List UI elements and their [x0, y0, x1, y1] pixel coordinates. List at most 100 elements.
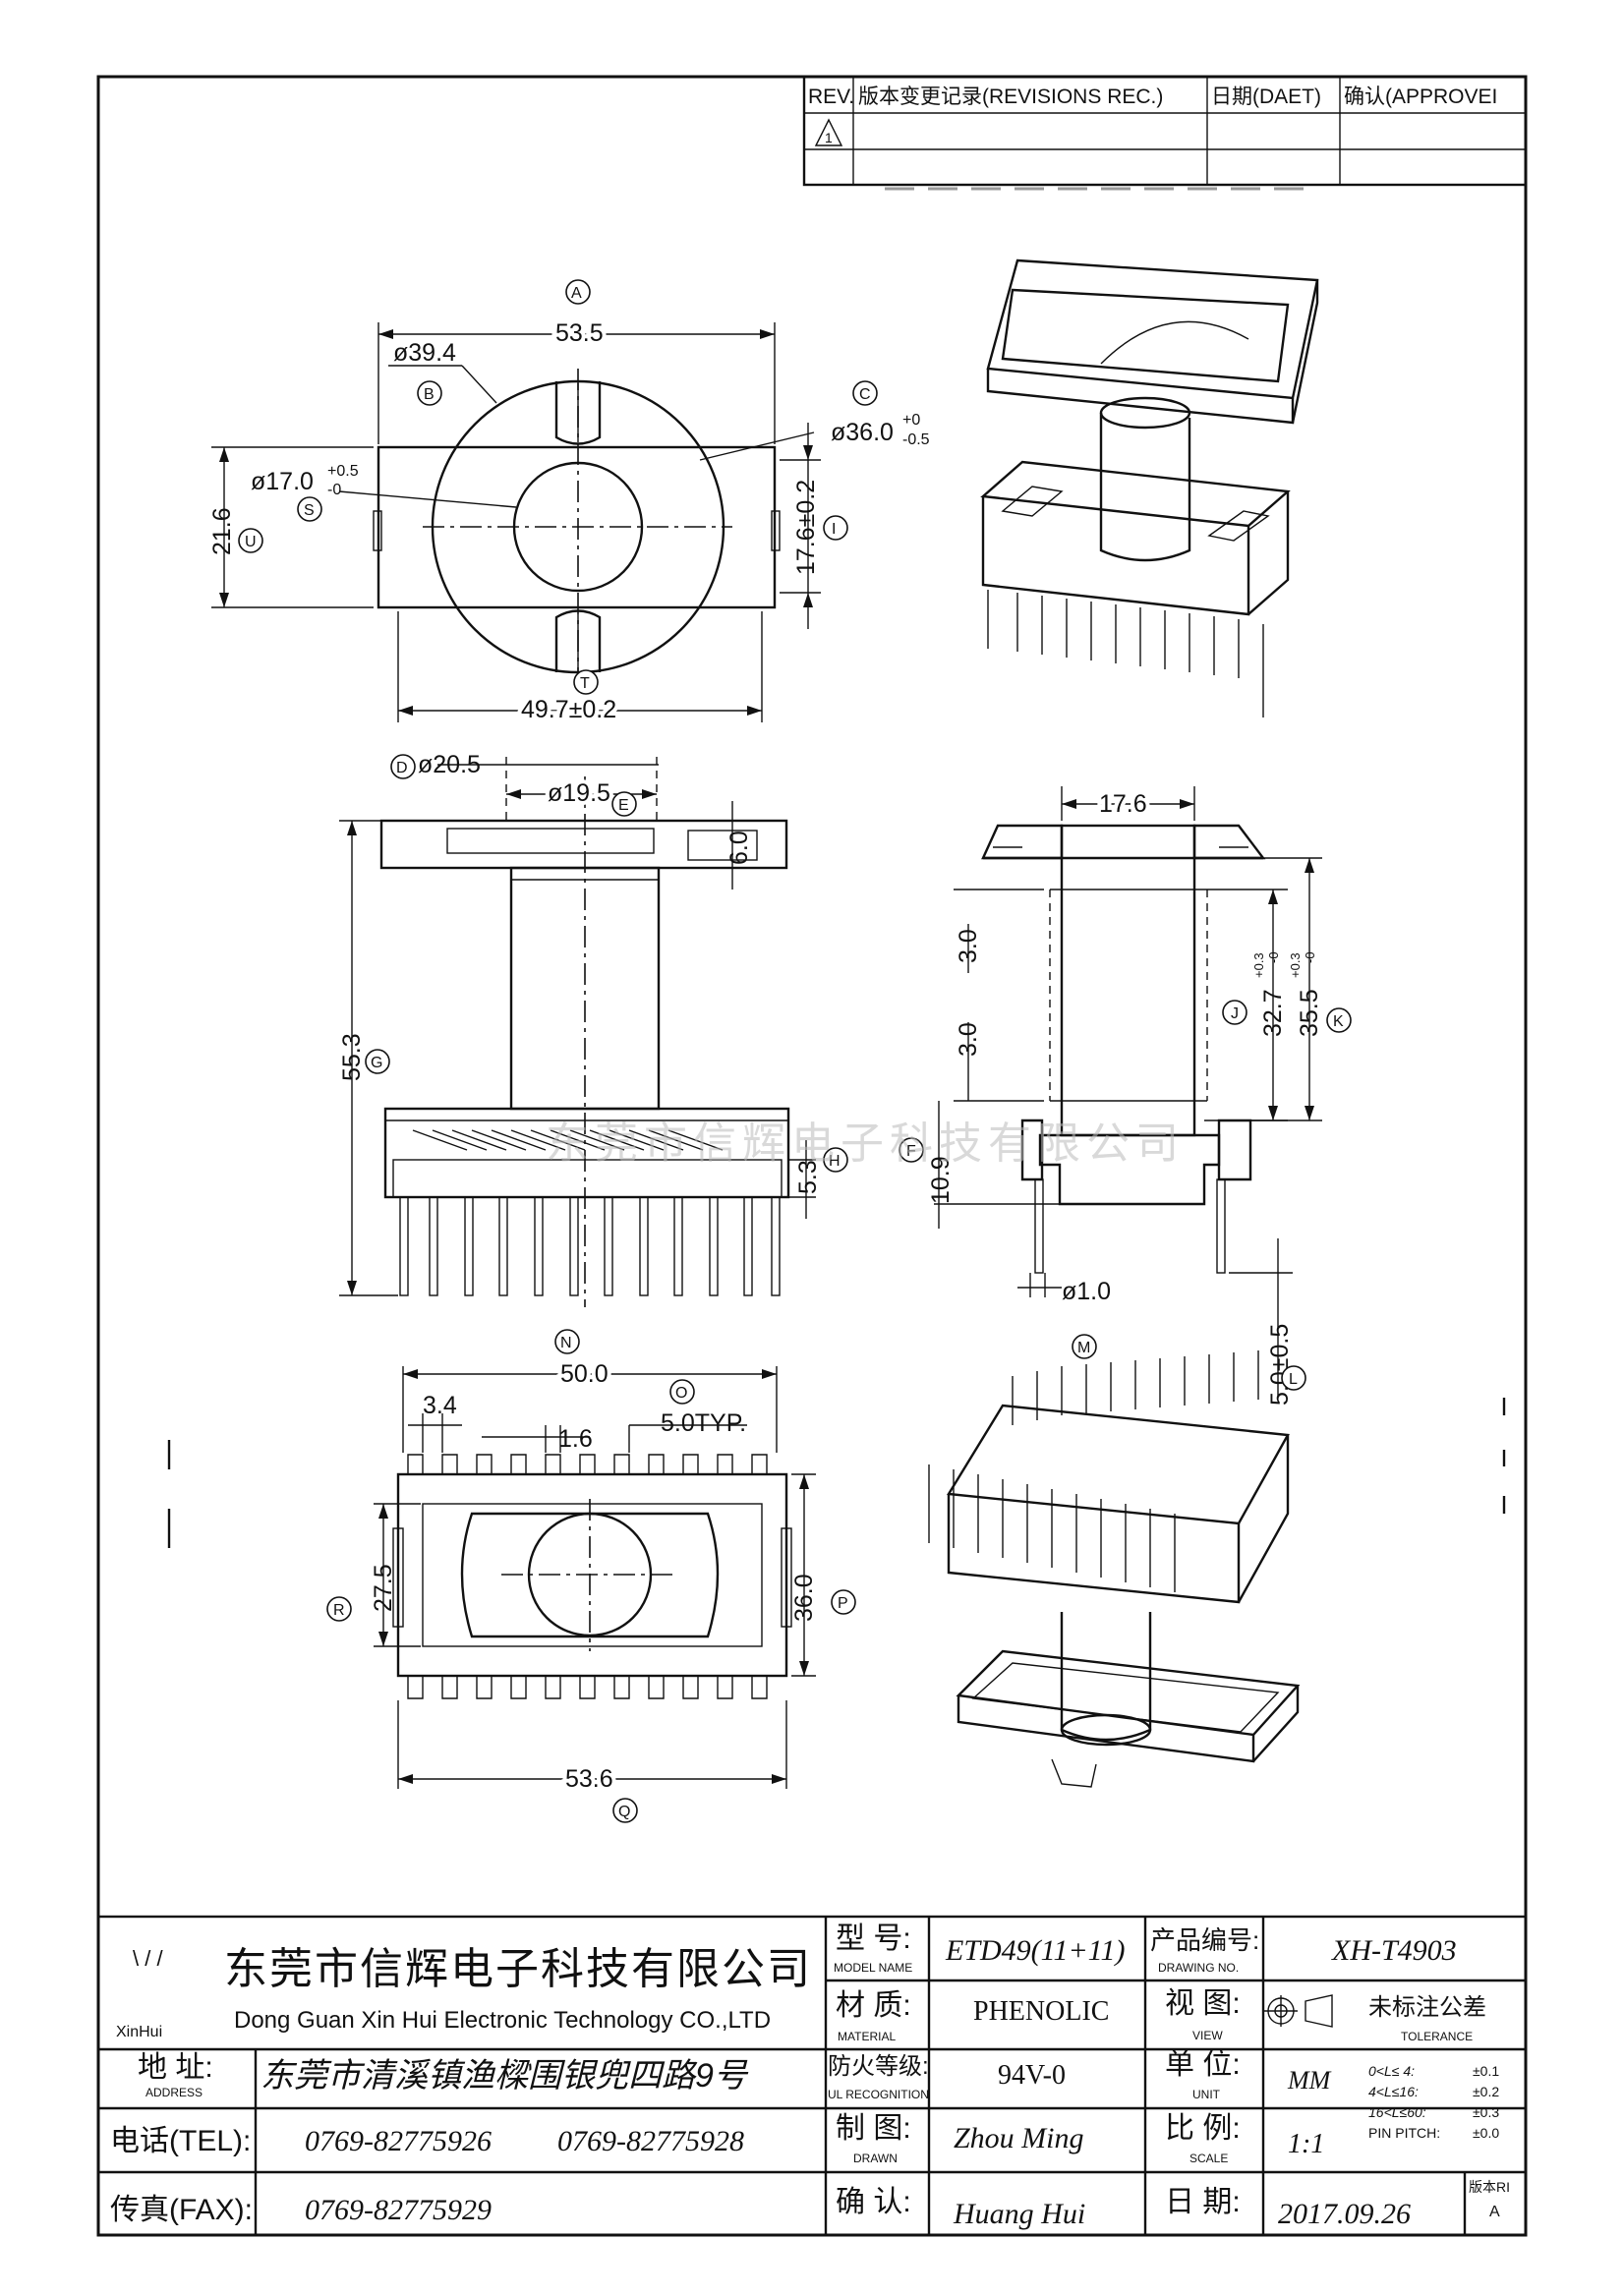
svg-text:F: F: [906, 1143, 916, 1160]
dim-side-height-outer-tol-minus: -0: [1303, 951, 1317, 963]
address-label: 地 址:: [138, 2051, 213, 2084]
material-value: PHENOLIC: [973, 1996, 1109, 2027]
check-value: Huang Hui: [953, 2198, 1085, 2230]
svg-text:B: B: [424, 386, 435, 403]
address-label-en: ADDRESS: [145, 2086, 203, 2099]
address-value: 东莞市清溪镇渔樑围银兜四路9号: [261, 2057, 749, 2095]
marker-A: A: [565, 279, 591, 305]
tol-range-2: 4<L≤16:: [1368, 2084, 1419, 2099]
svg-text:P: P: [838, 1595, 848, 1612]
tol-value-1: ±0.1: [1473, 2063, 1499, 2079]
tolerance-label: 未标注公差: [1368, 1994, 1486, 2021]
drawn-label-en: DRAWN: [853, 2152, 898, 2165]
svg-text:I: I: [832, 521, 836, 538]
svg-text:M: M: [1077, 1340, 1090, 1356]
dim-side-top-width: 17.6: [1099, 790, 1147, 818]
ul-value: 94V-0: [998, 2060, 1066, 2091]
version-value: A: [1489, 2204, 1500, 2220]
title-block: \ / / XinHui 东莞市信辉电子科技有限公司 Dong Guan Xin…: [96, 1915, 1528, 2237]
projection-symbol-icon: [1264, 1994, 1333, 2028]
dim-top-height-right: 17.6±0.2: [792, 480, 820, 575]
ul-label: 防火等级:: [828, 2053, 929, 2080]
tol-value-2: ±0.2: [1473, 2084, 1499, 2099]
dim-side-height-mid-tol-minus: -0: [1266, 951, 1281, 963]
material-label: 材 质:: [836, 1989, 911, 2022]
marker-Q: Q: [612, 1798, 638, 1823]
svg-text:K: K: [1333, 1013, 1344, 1030]
isometric-view-top: [980, 258, 1319, 718]
tolerance-label-en: TOLERANCE: [1401, 2030, 1473, 2043]
fax-label: 传真(FAX):: [110, 2194, 253, 2226]
bottom-view: 50.0 3.4 1.6 5.0TYP. 27.5 36.0: [370, 1356, 818, 1797]
marker-K: K: [1326, 1007, 1352, 1033]
svg-text:L: L: [1289, 1371, 1298, 1388]
marker-P: P: [831, 1589, 856, 1615]
svg-text:C: C: [859, 386, 871, 403]
rev-header: REV.: [808, 86, 854, 108]
svg-text:N: N: [560, 1335, 572, 1351]
tel-value-1: 0769-82775926: [305, 2125, 492, 2157]
tel-value-2: 0769-82775928: [557, 2125, 744, 2157]
dim-side-gap-lower: 3.0: [955, 1022, 982, 1057]
model-label-en: MODEL NAME: [834, 1961, 912, 1975]
dim-front-core-dia: ø19.5: [548, 779, 610, 807]
drawing-no-label-en: DRAWING NO.: [1158, 1961, 1239, 1975]
dim-side-base-height: 10.9: [927, 1156, 955, 1204]
front-view: ø20.5 ø19.5 6.0 55.3 5.3: [338, 751, 822, 1307]
tel-label: 电话(TEL):: [110, 2125, 251, 2157]
logo-icon: \ / /: [133, 1946, 163, 1971]
dim-top-width-bottom: 49.7±0.2: [521, 696, 616, 723]
view-label: 视 图:: [1165, 1987, 1241, 2020]
svg-text:H: H: [829, 1153, 841, 1170]
dim-bottom-width: 53.6: [565, 1765, 613, 1793]
dim-side-gap-upper: 3.0: [955, 929, 982, 963]
dim-top-outer-dia: ø36.0: [831, 419, 894, 446]
dim-front-total-height: 55.3: [338, 1033, 366, 1081]
drawn-label: 制 图:: [836, 2112, 911, 2145]
dim-top-flange-dia: ø39.4: [393, 339, 456, 367]
model-value: ETD49(11+11): [945, 1934, 1125, 1967]
fax-value: 0769-82775929: [305, 2194, 492, 2226]
logo-text: XinHui: [116, 2024, 162, 2040]
dim-front-base-height: 5.3: [794, 1160, 822, 1194]
tol-range-1: 0<L≤ 4:: [1368, 2063, 1415, 2079]
marker-L: L: [1281, 1365, 1306, 1391]
watermark: 东莞市信辉电子科技有限公司: [546, 1119, 1185, 1168]
svg-text:A: A: [571, 285, 582, 302]
company-name-en: Dong Guan Xin Hui Electronic Technology …: [234, 2007, 771, 2034]
dim-top-outer-tol-plus: +0: [902, 412, 920, 429]
dim-side-height-mid: 32.7: [1259, 989, 1287, 1037]
dim-side-pin-dia: ø1.0: [1062, 1278, 1111, 1305]
date-label: 日 期:: [1165, 2186, 1241, 2218]
svg-text:O: O: [675, 1385, 687, 1402]
svg-text:U: U: [245, 534, 257, 550]
marker-G: G: [365, 1049, 390, 1074]
svg-text:G: G: [371, 1055, 382, 1071]
tol-range-4: PIN PITCH:: [1368, 2125, 1440, 2141]
tol-value-3: ±0.3: [1473, 2104, 1499, 2120]
dim-top-outer-tol-minus: -0.5: [902, 431, 930, 448]
marker-R: R: [326, 1596, 352, 1622]
unit-value: MM: [1287, 2066, 1332, 2095]
dim-front-flange-dia: ø20.5: [418, 751, 481, 778]
svg-text:D: D: [396, 760, 408, 776]
marker-D: D: [390, 754, 416, 779]
dim-top-height-left: 21.6: [208, 507, 236, 555]
dim-side-height-outer: 35.5: [1296, 989, 1323, 1037]
dim-bottom-height-left: 27.5: [370, 1564, 397, 1612]
dim-side-pin-length: 5.0±0.5: [1266, 1324, 1294, 1406]
marker-B: B: [417, 380, 442, 406]
tol-range-3: 16<L≤60:: [1368, 2104, 1426, 2120]
material-label-en: MATERIAL: [838, 2030, 896, 2043]
revision-table: REV. 版本变更记录(REVISIONS REC.) 日期(DAET) 确认(…: [802, 75, 1528, 191]
dim-top-center-dia: ø17.0: [251, 468, 314, 495]
svg-text:E: E: [618, 797, 629, 814]
company-name-cn: 东莞市信辉电子科技有限公司: [224, 1945, 812, 1993]
reference-markers: A B C S U I T D E G H F J K M L N O R P …: [238, 279, 1352, 1823]
marker-T: T: [573, 669, 599, 695]
dim-top-width: 53.5: [555, 319, 604, 347]
scale-label-en: SCALE: [1189, 2152, 1228, 2165]
scale-label: 比 例:: [1165, 2112, 1241, 2145]
date-header: 日期(DAET): [1211, 86, 1321, 108]
drawn-value: Zhou Ming: [954, 2122, 1084, 2154]
